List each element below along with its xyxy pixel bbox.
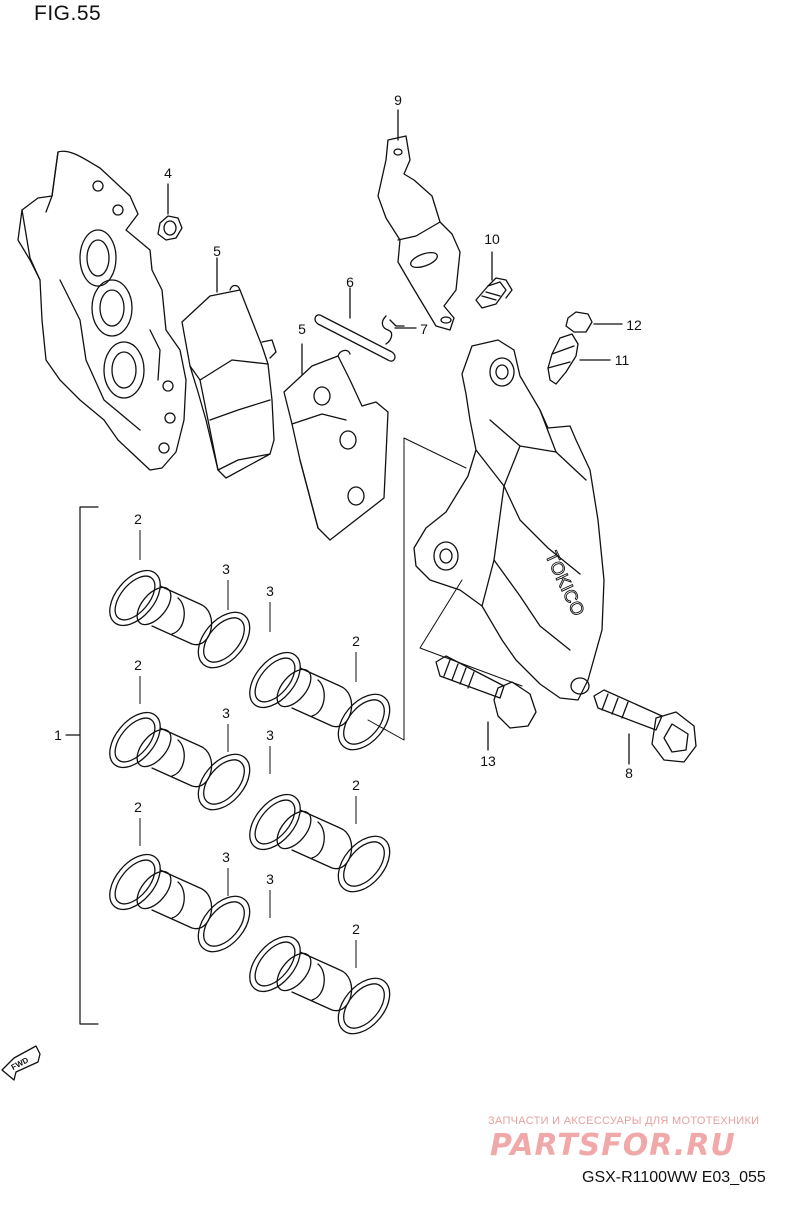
piston-seal-set: [109, 853, 251, 953]
piston-seal-ring: [249, 793, 301, 851]
callout-number: 2: [134, 799, 142, 815]
callout-number: 3: [222, 705, 230, 721]
piston-seal-set: [249, 651, 391, 751]
fwd-arrow-icon: [1, 1045, 41, 1081]
piston-seal-set: [109, 569, 251, 669]
watermark-logo: PARTSFOR.RU: [490, 1128, 736, 1163]
callout-number: 2: [352, 633, 360, 649]
caliper-brand-marking: TOKICO: [541, 548, 588, 619]
bleeder-cap-part-12: [565, 311, 623, 333]
kit-bracket-part-1: [79, 506, 99, 1025]
nut-part-4: [157, 183, 183, 241]
bracket-part-9: [377, 109, 461, 331]
piston-leader-line: [367, 437, 467, 741]
caliper-outer-half: TOKICO: [413, 339, 605, 701]
dust-seal-ring: [337, 977, 391, 1035]
callout-number: 11: [615, 352, 630, 368]
callout-number: 2: [134, 511, 142, 527]
callout-number: 7: [420, 321, 428, 337]
piston-seal-set: [249, 935, 391, 1035]
callout-number: 5: [213, 243, 221, 259]
bleeder-valve-part-11: [547, 333, 611, 385]
bleeder-bolt-part-10: [475, 251, 513, 309]
figure-title: FIG.55: [34, 2, 102, 25]
dust-seal-ring: [197, 895, 251, 953]
piston: [276, 667, 353, 728]
brake-pad-right: [283, 343, 389, 541]
dust-seal-ring: [337, 835, 391, 893]
callout-number: 6: [346, 274, 354, 290]
caliper-inner-half: [17, 150, 187, 471]
callout-number: 9: [394, 92, 402, 108]
piston: [136, 869, 213, 930]
piston: [276, 809, 353, 870]
callout-number: 8: [625, 765, 633, 781]
spring-clip-part-7: [381, 315, 417, 345]
brake-pad-left: [181, 257, 277, 479]
dust-seal-ring: [337, 693, 391, 751]
dust-seal-ring: [197, 753, 251, 811]
piston: [136, 585, 213, 646]
piston-leader-line-2: [419, 579, 523, 687]
callout-number: 10: [484, 231, 500, 247]
pad-pin-part-6: [314, 287, 396, 362]
piston-seal-set: [109, 711, 251, 811]
callout-number: 1: [54, 727, 62, 743]
callout-number: 3: [222, 561, 230, 577]
piston-seal-ring: [109, 569, 161, 627]
callout-number: 12: [626, 317, 642, 333]
callout-number: 5: [298, 321, 306, 337]
watermark-tagline: ЗАПЧАСТИ И АКСЕССУАРЫ ДЛЯ МОТОТЕХНИКИ: [488, 1115, 760, 1127]
callout-number: 13: [480, 753, 496, 769]
piston-seal-set: [249, 793, 391, 893]
piston: [276, 951, 353, 1012]
mounting-bolt-part-8: [593, 689, 697, 765]
piston-seal-ring: [249, 651, 301, 709]
callout-number: 2: [134, 657, 142, 673]
callout-number: 2: [352, 921, 360, 937]
piston-seal-groups: [109, 569, 391, 1035]
dust-seal-ring: [197, 611, 251, 669]
piston: [136, 727, 213, 788]
mounting-bolt-part-13: [435, 655, 537, 751]
piston-seal-ring: [249, 935, 301, 993]
callout-number: 3: [266, 871, 274, 887]
callout-number: 3: [266, 583, 274, 599]
model-code-label: GSX-R1100WW E03_055: [582, 1169, 766, 1186]
piston-seal-ring: [109, 711, 161, 769]
callout-number: 2: [352, 777, 360, 793]
callout-number: 3: [266, 727, 274, 743]
callout-number: 3: [222, 849, 230, 865]
piston-seal-ring: [109, 853, 161, 911]
callout-number: 4: [164, 165, 172, 181]
